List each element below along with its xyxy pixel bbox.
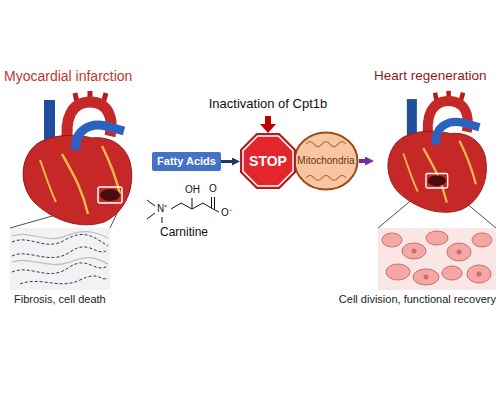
molecule-name: Carnitine [160,226,208,240]
box-label: Fatty Acids [157,155,216,168]
fibrosis-inset [10,228,110,290]
inhibition-arrowhead [260,124,276,133]
octagon-outline [240,133,296,189]
fibrosis-strand [12,247,108,258]
cell [382,233,402,247]
coronary-vessel [40,160,56,202]
inset-caption: Cell division, functional recovery [330,293,496,306]
annotation: Inactivation of Cpt1b [188,97,348,112]
flow-arrow [359,159,365,163]
fibrosis-strand [12,263,108,274]
outer-membrane [295,133,358,190]
chemical-bond [147,200,155,206]
zoom-box [426,173,448,188]
cell [447,243,471,261]
atom-label: OH [185,184,200,196]
chemical-bond [211,197,212,208]
inhibition-arrow [265,116,271,125]
coronary-vessel [423,148,447,202]
infarct-zone [428,175,446,186]
panel-title: Heart regeneration [374,68,487,84]
atom-label: O [209,183,217,195]
fibrosis-fiber [12,232,108,239]
chemical-bond [147,213,155,219]
coronary-vessel [459,141,475,185]
pulmonary-artery [436,122,480,145]
chemical-bond [214,197,215,209]
heart-drawing [376,90,494,217]
cristae [306,142,346,147]
zoom-box [98,187,122,203]
fibrosis-fiber [12,258,108,265]
infarct-zone [100,189,120,201]
chemical-bond [192,198,193,209]
chemical-bond [162,217,163,223]
cell [402,243,426,259]
heart-illustration: Myocardial infarction [4,68,146,233]
atom-label: O⁻ [221,207,232,219]
flow-arrow [221,160,232,163]
cells-inset [378,228,496,290]
atom-label: N⁺ [157,203,167,215]
stop-label: STOP [249,153,287,170]
chemical-bond [213,209,219,212]
heart-illustration: Heart regeneration [374,68,496,233]
cell [442,266,462,280]
panel-title: Myocardial infarction [4,68,132,85]
octagon-fill [243,136,293,186]
coronary-vessel [403,154,418,192]
cell [472,233,492,247]
cell-nucleus [412,249,417,254]
inset-caption: Fibrosis, cell death [14,293,106,306]
mitochondrion: Mitochondria [293,131,359,191]
cell-nucleus [424,275,429,280]
stop-sign: STOP [240,133,296,189]
process-box: Fatty Acids [152,152,221,171]
cell [467,265,491,283]
fibrosis-strand [20,276,108,284]
cristae [306,175,346,180]
heart-drawing [10,90,140,230]
organelle-label: Mitochondria [297,155,354,167]
pulmonary-artery [76,125,124,150]
coronary-vessel [62,154,88,214]
cell [413,269,439,285]
fibrosis-strand [12,234,108,246]
cell [386,264,410,280]
cell-nucleus [457,250,462,255]
cell-nucleus [477,272,482,277]
cell [426,231,448,245]
